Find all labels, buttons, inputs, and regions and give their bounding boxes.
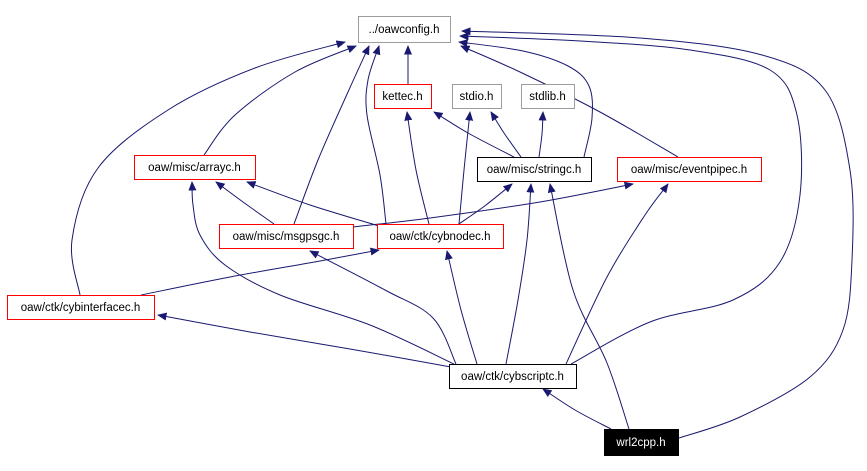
edges-layer (70, 27, 854, 439)
node-oawconfig[interactable]: ../oawconfig.h (358, 16, 451, 43)
edge-cybnodec-to-kettec (404, 111, 430, 225)
edge-wrl2cpp-to-oawconfig (461, 27, 854, 439)
node-box-kettec[interactable] (374, 84, 432, 109)
edge-cybscriptc-to-msgpsgc (309, 250, 457, 365)
node-cybnodec[interactable]: oaw/ctk/cybnodec.h (377, 224, 504, 249)
edge-cybinterfacec-to-cybnodec (140, 247, 380, 296)
node-box-cybscriptc[interactable] (449, 364, 577, 389)
node-eventpipec[interactable]: oaw/misc/eventpipec.h (617, 157, 762, 182)
node-arrayc[interactable]: oaw/misc/arrayc.h (134, 155, 256, 180)
node-box-arrayc[interactable] (134, 155, 256, 180)
edge-stringc-to-oawconfig (458, 39, 593, 158)
node-label-arrayc: oaw/misc/arrayc.h (148, 162, 241, 174)
node-label-stdlib: stdlib.h (529, 91, 565, 103)
edge-cybnodec-to-arrayc (246, 181, 380, 227)
edge-stringc-to-stdio (490, 111, 522, 158)
node-label-eventpipec: oaw/misc/eventpipec.h (631, 164, 747, 176)
node-label-cybinterfacec: oaw/ctk/cybinterfacec.h (21, 302, 141, 314)
node-box-msgpsgc[interactable] (219, 224, 354, 249)
node-label-cybnodec: oaw/ctk/cybnodec.h (389, 231, 490, 243)
node-label-msgpsgc: oaw/misc/msgpsgc.h (233, 231, 340, 243)
edge-stringc-to-stdlib (538, 111, 547, 158)
edge-cybnodec-to-stringc (458, 183, 513, 225)
node-stdio[interactable]: stdio.h (452, 84, 502, 109)
node-box-cybinterfacec[interactable] (7, 295, 155, 320)
node-box-eventpipec[interactable] (617, 157, 762, 182)
edge-cybnodec-to-oawconfig (365, 45, 387, 225)
node-box-wrl2cpp[interactable] (604, 429, 679, 456)
node-label-cybscriptc: oaw/ctk/cybscriptc.h (461, 371, 564, 383)
edge-cybscriptc-to-cybinterfacec (157, 312, 452, 368)
node-label-stdio: stdio.h (460, 91, 494, 103)
node-msgpsgc[interactable]: oaw/misc/msgpsgc.h (219, 224, 354, 249)
edge-cybscriptc-to-cybnodec (445, 250, 478, 365)
edge-cybscriptc-to-oawconfig (459, 32, 803, 365)
edge-cybnodec-to-stdio (458, 111, 474, 225)
nodes-layer: ../oawconfig.h kettec.h stdio.h stdlib.h oaw… (7, 16, 762, 456)
node-cybscriptc[interactable]: oaw/ctk/cybscriptc.h (449, 364, 577, 389)
node-wrl2cpp[interactable]: wrl2cpp.h (604, 429, 679, 456)
node-label-kettec: kettec.h (382, 91, 422, 103)
node-box-stringc[interactable] (477, 157, 592, 182)
node-label-wrl2cpp: wrl2cpp.h (615, 437, 665, 449)
edge-cybscriptc-to-arrayc (188, 181, 455, 365)
node-box-cybnodec[interactable] (377, 224, 504, 249)
edge-wrl2cpp-to-cybscriptc (542, 388, 612, 430)
node-box-oawconfig[interactable] (358, 16, 451, 43)
edge-cybscriptc-to-eventpipec (565, 183, 669, 365)
edge-arrayc-to-oawconfig (203, 45, 357, 156)
edge-msgpsgc-to-oawconfig (293, 45, 370, 225)
edge-cybscriptc-to-stringc (505, 183, 535, 365)
edge-cybinterfacec-to-oawconfig (70, 40, 346, 296)
node-box-stdlib[interactable] (521, 84, 575, 109)
node-stdlib[interactable]: stdlib.h (521, 84, 575, 109)
edge-msgpsgc-to-eventpipec (352, 181, 634, 228)
node-kettec[interactable]: kettec.h (374, 84, 432, 109)
edge-stringc-to-kettec (433, 111, 515, 158)
node-cybinterfacec[interactable]: oaw/ctk/cybinterfacec.h (7, 295, 155, 320)
edge-wrl2cpp-to-stringc (547, 183, 630, 430)
edge-msgpsgc-to-arrayc (215, 181, 275, 225)
node-label-oawconfig: ../oawconfig.h (369, 24, 440, 36)
node-box-stdio[interactable] (452, 84, 502, 109)
node-stringc[interactable]: oaw/misc/stringc.h (477, 157, 592, 182)
node-label-stringc: oaw/misc/stringc.h (487, 164, 582, 176)
